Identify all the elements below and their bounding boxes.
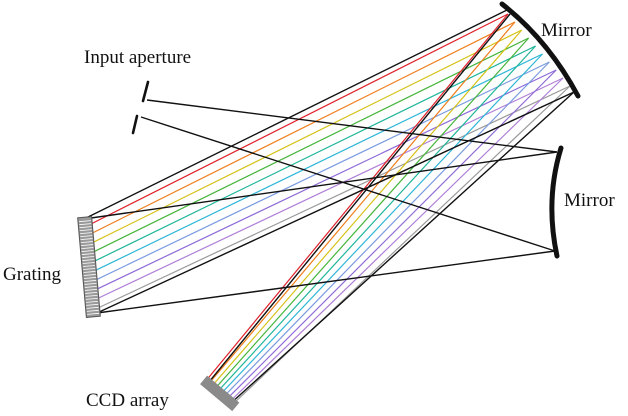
spectral-ray-to-ccd: [210, 29, 523, 388]
focused-rays-to-ccd: [204, 13, 571, 405]
top-mirror-to-ccd-right-edge: [229, 91, 575, 405]
grating-groove: [85, 291, 98, 294]
spectral-ray-to-mirror: [97, 85, 571, 309]
grating-groove: [82, 265, 95, 267]
top-mirror-label: Mirror: [541, 20, 592, 41]
grating-groove: [84, 286, 97, 288]
spectral-ray-to-ccd: [207, 21, 516, 385]
grating-groove: [80, 238, 93, 241]
spectral-ray-to-mirror: [96, 77, 564, 300]
beam-boundaries: [83, 9, 575, 405]
mirror-to-grating-top-edge: [83, 151, 558, 220]
grating-groove: [82, 259, 95, 261]
top-mirror-to-ccd-left-edge: [208, 13, 511, 383]
grating-groove: [87, 312, 100, 315]
grating-groove: [82, 256, 95, 258]
grating-groove: [81, 247, 94, 249]
spectral-ray-to-ccd: [217, 45, 536, 393]
right-mirror: [549, 145, 564, 259]
grating-groove: [83, 274, 96, 276]
grating-groove: [81, 250, 94, 252]
input-aperture-slit: [131, 80, 150, 135]
ccd-array: [200, 375, 240, 412]
spectral-ray-to-mirror: [87, 21, 516, 236]
right-mirror-label: Mirror: [564, 190, 615, 211]
spectral-ray-to-ccd: [204, 13, 509, 383]
grating-groove: [85, 294, 98, 297]
grating-groove: [83, 277, 96, 279]
grating-groove: [79, 223, 92, 226]
grating-groove: [78, 220, 92, 223]
spectral-ray-to-mirror: [94, 61, 550, 282]
grating-groove: [81, 253, 94, 255]
grating-groove: [80, 241, 93, 244]
diffraction-grating: [77, 216, 101, 318]
input-aperture-label: Input aperture: [84, 47, 191, 68]
spectral-ray-to-ccd: [220, 53, 543, 395]
spectral-ray-to-mirror: [90, 37, 529, 254]
aperture-to-mirror-bottom-edge: [140, 116, 556, 252]
grating-to-top-mirror-lower-edge: [96, 91, 575, 314]
grating-groove: [86, 306, 99, 309]
grating-groove: [81, 244, 94, 247]
grating-groove: [80, 235, 93, 238]
grating-groove: [79, 226, 92, 229]
grating-groove: [82, 262, 95, 264]
spectral-ray-to-mirror: [92, 53, 543, 273]
top-mirror: [499, 1, 581, 99]
mirror-to-grating-bottom-edge: [96, 250, 556, 314]
spectral-ray-to-ccd: [213, 37, 530, 390]
grating-groove: [80, 232, 93, 235]
spectral-ray-to-ccd: [226, 69, 557, 400]
spectral-ray-to-ccd: [223, 61, 550, 398]
spectral-ray-to-ccd: [229, 77, 564, 402]
grating-groove: [84, 280, 97, 282]
aperture-to-mirror-top-edge: [146, 99, 558, 153]
grating-groove: [79, 229, 92, 232]
grating-groove: [86, 303, 99, 306]
grating-groove: [84, 283, 97, 285]
grating-groove: [83, 271, 96, 273]
grating-groove: [86, 300, 99, 303]
grating-groove: [85, 297, 98, 300]
spectral-ray-to-mirror: [91, 45, 536, 263]
grating-to-top-mirror-upper-edge: [83, 9, 508, 220]
ccd-array-label: CCD array: [86, 390, 169, 411]
grating-groove: [84, 288, 98, 291]
grating-label: Grating: [3, 264, 62, 285]
grating-groove: [83, 268, 96, 270]
spectral-ray-to-mirror: [86, 13, 509, 227]
grating-groove: [86, 309, 99, 312]
